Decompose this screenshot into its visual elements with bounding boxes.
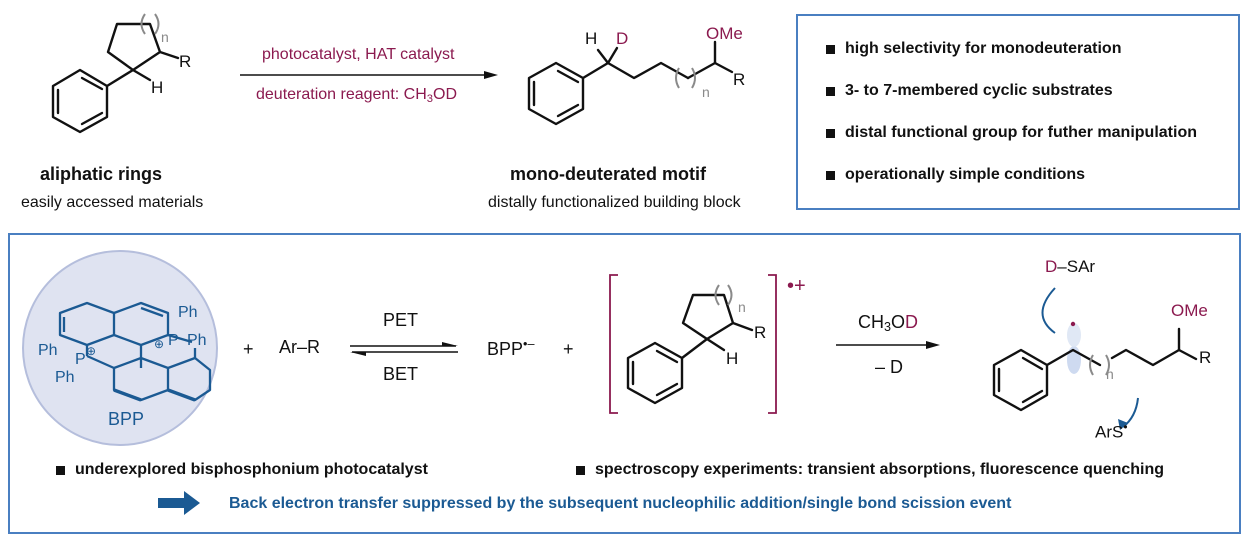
atom-R: R — [754, 323, 767, 342]
atom-R: R — [179, 52, 192, 71]
bpp-skeleton — [58, 301, 212, 402]
radical-cation-skeleton — [609, 274, 777, 414]
note-text: spectroscopy experiments: transient abso… — [595, 461, 1165, 478]
catalyst-label: BPP — [108, 409, 145, 429]
phosphorus-right: P — [168, 332, 179, 349]
product-title: mono-deuterated motif — [510, 164, 706, 184]
plus-sign: + — [243, 339, 254, 359]
reagent-text: deuteration reagent: CH — [256, 86, 427, 103]
bullet-square-icon — [826, 44, 835, 54]
feature-item: distal functional group for futher manip… — [826, 124, 1197, 142]
radical-dot: • — [1123, 420, 1128, 434]
atom-D: D — [616, 29, 629, 48]
feature-text: 3- to 7-membered cyclic substrates — [845, 82, 1113, 99]
bet-label: BET — [383, 364, 419, 384]
bullet-square-icon — [826, 128, 835, 138]
reagent-suffix: OD — [433, 86, 458, 103]
reagent-o: O — [891, 312, 906, 332]
phenyl-label: Ph — [187, 332, 207, 349]
conditions-above: photocatalyst, HAT catalyst — [262, 46, 455, 63]
atom-OMe: OMe — [1171, 301, 1208, 320]
reagent-ch: CH — [858, 312, 884, 332]
reactant-skeleton — [51, 13, 180, 134]
deuterium-thiol-label: D–SAr — [1045, 258, 1095, 275]
atom-R: R — [1199, 348, 1212, 367]
features-box — [796, 14, 1240, 210]
phosphonium-charge-icon: ⊕ — [154, 337, 165, 351]
catalyst-circle — [22, 250, 218, 446]
feature-text: distal functional group for futher manip… — [845, 124, 1197, 141]
feature-item: operationally simple conditions — [826, 166, 1085, 184]
phenyl-label: Ph — [178, 304, 198, 321]
atom-R: R — [733, 70, 746, 89]
atom-H: H — [726, 349, 739, 368]
note-item: underexplored bisphosphonium photocataly… — [56, 461, 428, 479]
chain-n: n — [702, 84, 710, 100]
phenyl-label: Ph — [38, 342, 58, 359]
bullet-square-icon — [56, 465, 65, 475]
substrate-label: Ar–R — [279, 337, 321, 357]
bpp-label: BPP — [487, 339, 524, 359]
reaction-arrow — [836, 341, 940, 349]
thiol-label: –SAr — [1057, 257, 1096, 276]
bullet-square-icon — [576, 465, 585, 475]
phenyl-label: Ph — [55, 369, 75, 386]
step2-reagent: CH3OD — [858, 312, 918, 334]
thiyl-radical-label: ArS• — [1095, 420, 1128, 442]
reagent-subscript: 3 — [884, 320, 892, 334]
conclusion-text: Back electron transfer suppressed by the… — [229, 495, 1012, 512]
product-skeleton — [527, 40, 734, 126]
reaction-arrow — [240, 71, 498, 79]
conditions-below: deuteration reagent: CH3OD — [256, 86, 457, 105]
equilibrium-arrows — [350, 342, 458, 356]
product-subtitle: distally functionalized building block — [488, 194, 741, 211]
deuterium-label: D — [1045, 257, 1058, 276]
reagent-d: D — [905, 312, 919, 332]
reagent-subscript: 3 — [426, 93, 434, 105]
reactant-title: aliphatic rings — [40, 164, 163, 184]
pet-label: PET — [383, 310, 419, 330]
atom-H: H — [585, 29, 598, 48]
bpp-radical-anion: BPP•– — [487, 337, 534, 360]
ars-label: ArS — [1095, 422, 1124, 442]
ring-size-n: n — [738, 299, 746, 315]
mechanism-box — [8, 233, 1241, 534]
feature-item: 3- to 7-membered cyclic substrates — [826, 82, 1113, 100]
intermediate-skeleton — [992, 287, 1198, 430]
chain-n: n — [1106, 366, 1114, 382]
phosphorus-left: P — [75, 351, 86, 368]
feature-text: operationally simple conditions — [845, 166, 1086, 183]
bullet-square-icon — [826, 170, 835, 180]
atom-OMe: OMe — [706, 24, 743, 43]
bullet-square-icon — [826, 86, 835, 96]
feature-text: high selectivity for monodeuteration — [845, 40, 1122, 57]
plus-sign: + — [563, 339, 574, 359]
ring-size-n: n — [161, 29, 169, 45]
feature-item: high selectivity for monodeuteration — [826, 40, 1121, 58]
atom-H: H — [151, 78, 164, 97]
step2-byproduct: – D — [875, 357, 904, 377]
radical-anion-charge: •– — [523, 337, 535, 351]
reactant-subtitle: easily accessed materials — [21, 194, 204, 211]
note-item: spectroscopy experiments: transient abso… — [576, 461, 1164, 479]
radical-cation-charge: •+ — [787, 275, 806, 297]
phosphonium-charge-icon: ⊕ — [86, 344, 97, 358]
note-text: underexplored bisphosphonium photocataly… — [75, 461, 428, 478]
right-arrow-icon — [158, 491, 200, 515]
